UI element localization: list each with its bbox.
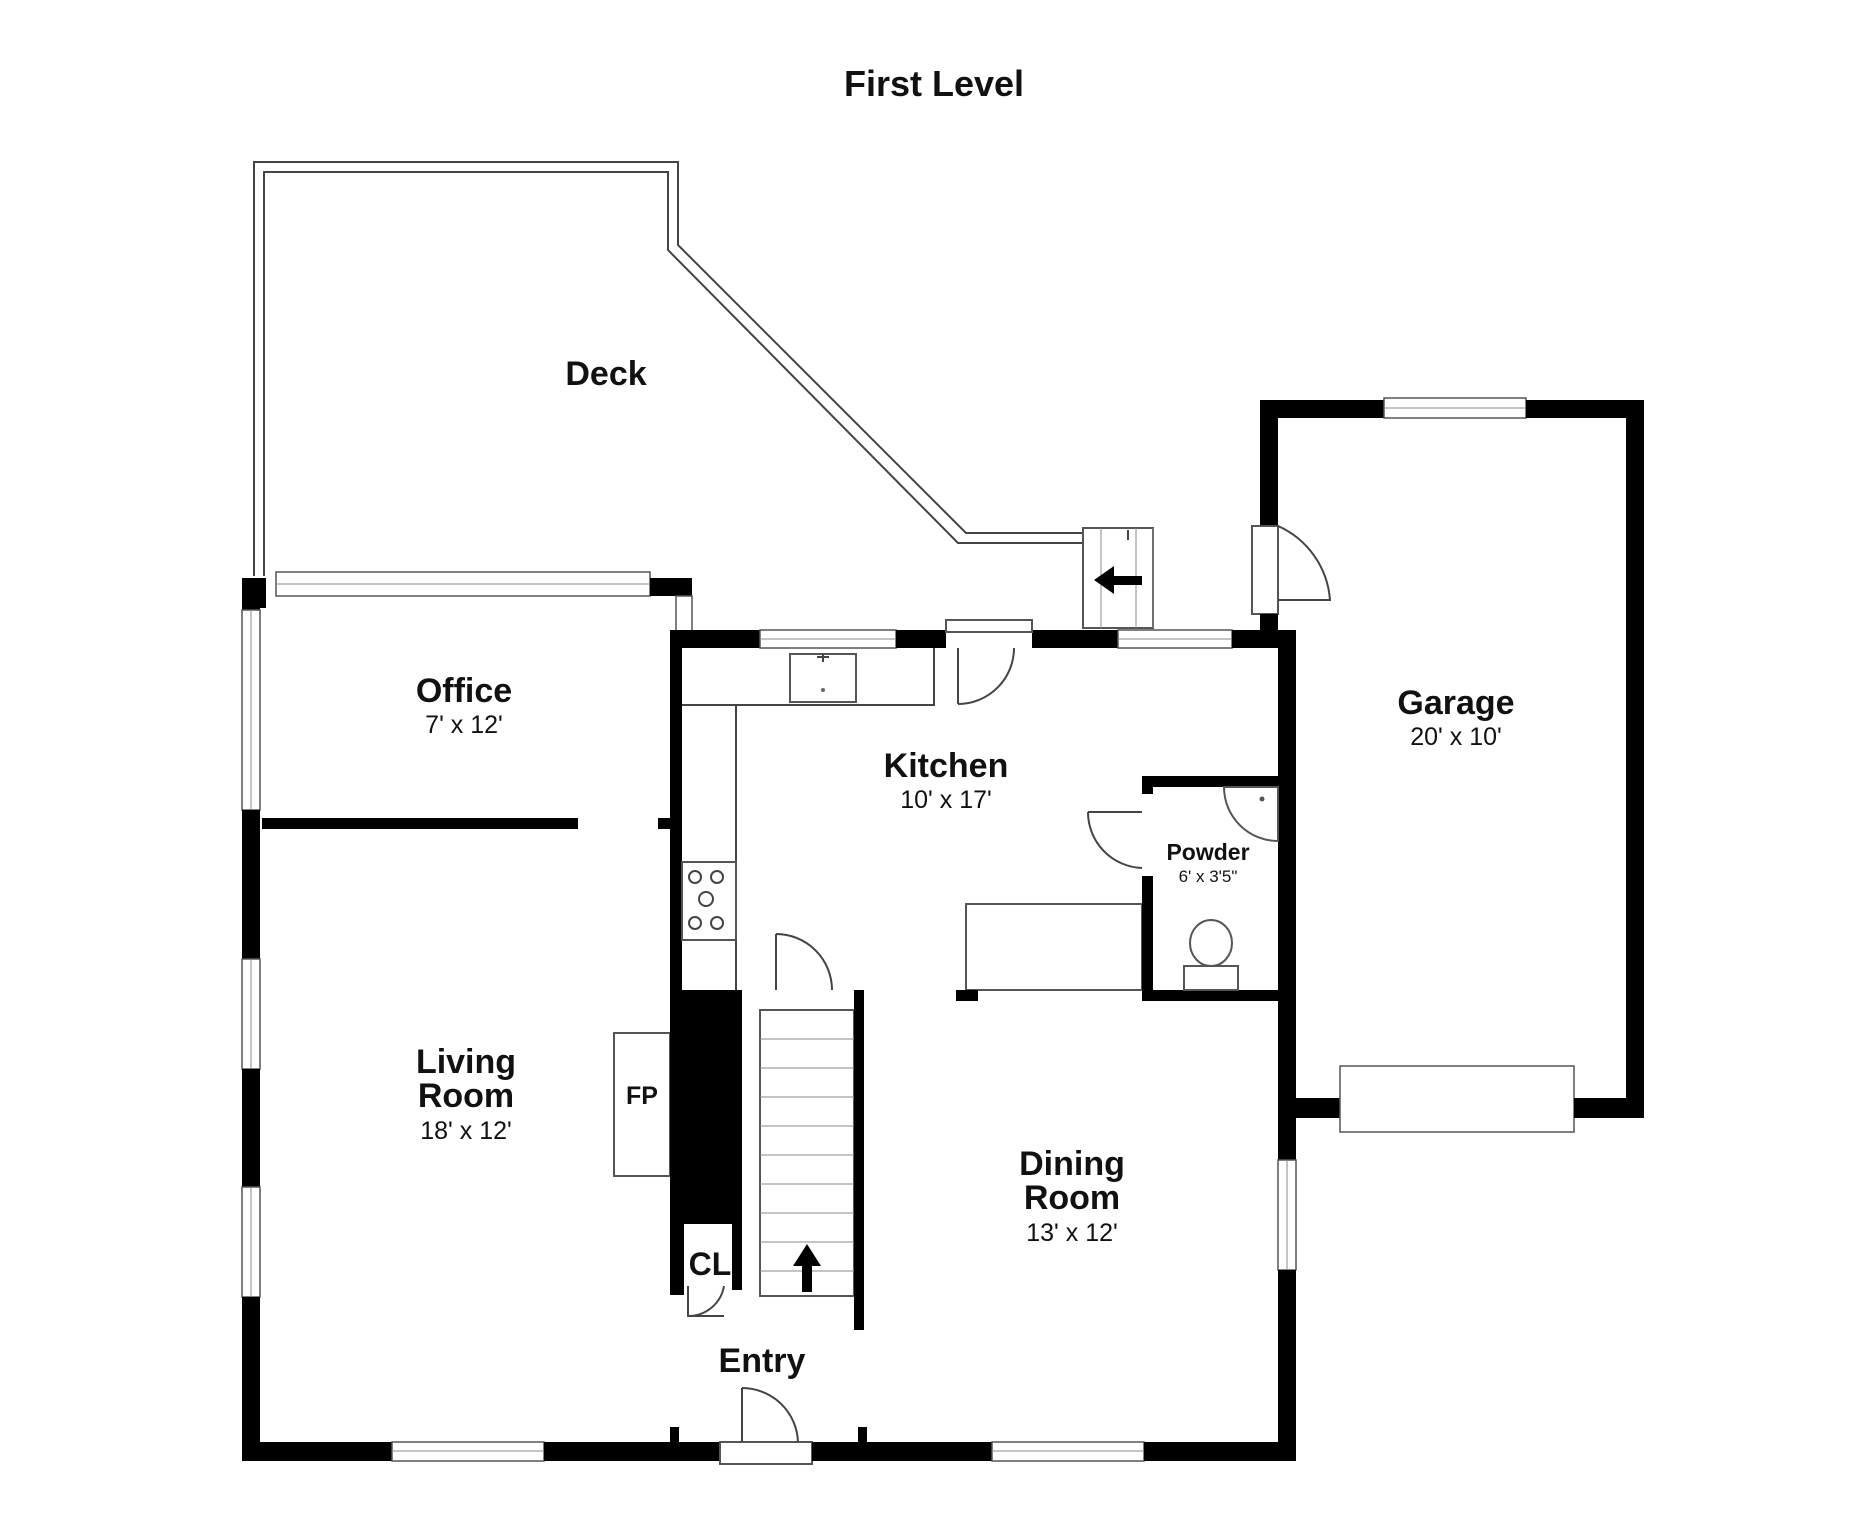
office-dims: 7' x 12' [425,711,503,739]
powder-label: Powder [1166,839,1249,865]
living-label-line2: Room [418,1077,514,1115]
plan-title: First Level [844,63,1024,104]
closet-label: CL [689,1246,732,1282]
fireplace-label: FP [626,1082,658,1110]
living-label-line1: Living [416,1043,516,1081]
entry-door [719,1387,813,1465]
fireplace: FP [613,1032,671,1177]
garage-label: Garage [1397,684,1514,722]
powder-room: Powder 6' x 3'5" [1087,776,1279,1001]
kitchen-counter [681,648,935,990]
powder-dims: 6' x 3'5" [1179,867,1238,886]
dining-dims: 13' x 12' [1026,1219,1118,1247]
deck-label: Deck [565,355,646,393]
garage-dims: 20' x 10' [1410,723,1502,751]
kitchen-label: Kitchen [884,747,1009,785]
living-dims: 18' x 12' [420,1117,512,1145]
kitchen-dims: 10' x 17' [900,786,992,814]
dining-label-line1: Dining [1019,1145,1125,1183]
dining-label-line2: Room [1024,1179,1120,1217]
office-label: Office [416,672,512,710]
deck: Deck [253,161,1083,576]
arrow-left-icon [1094,566,1142,594]
garage: Garage 20' x 10' [1251,397,1644,1133]
entry-label: Entry [719,1342,806,1380]
arrow-up-icon [793,1244,821,1292]
closet: CL [670,990,742,1318]
